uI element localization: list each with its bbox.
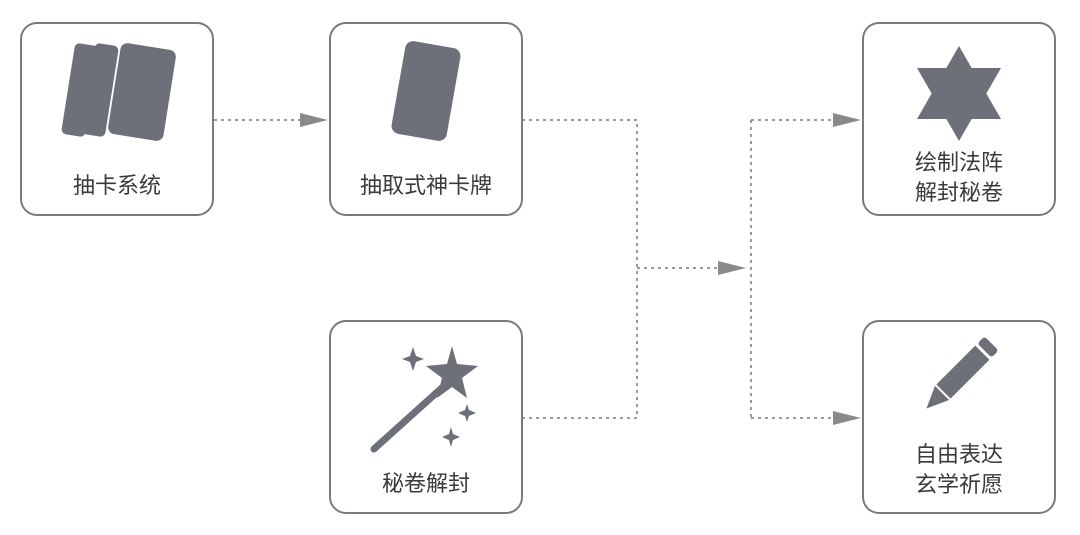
connector-draw-card-to-merge [522,119,638,268]
arrowhead-to-split [718,261,746,275]
arrowhead-to-draw-array [833,113,861,127]
node-draw-array: 绘制法阵 解封秘卷 [862,22,1056,216]
node-label-line-2: 解封秘卷 [915,181,1003,206]
single-card-icon [391,41,461,141]
node-label-line-1: 绘制法阵 [915,151,1003,176]
node-box [862,320,1056,514]
hexagram-star-icon [917,46,1001,141]
arrowhead-to-draw-card [300,113,328,127]
node-label-line-1: 抽卡系统 [73,174,161,199]
arrowheads [300,113,861,425]
node-label-line-1: 自由表达 [915,443,1003,468]
node-scroll-unseal: 秘卷解封 [329,320,523,514]
node-label-line-1: 抽取式神卡牌 [360,174,492,199]
node-free-express: 自由表达 玄学祈愿 [862,320,1056,514]
cards-deck-icon [61,43,176,141]
pencil-icon [926,337,998,409]
arrowhead-to-free-express [833,411,861,425]
magic-wand-icon [370,346,478,453]
node-draw-card: 抽取式神卡牌 [329,22,523,216]
connector-scroll-unseal-to-merge [522,268,638,419]
node-label-line-1: 秘卷解封 [382,472,470,497]
node-label-line-2: 玄学祈愿 [915,473,1003,498]
connectors [214,119,835,419]
node-card-system: 抽卡系统 [20,22,214,216]
